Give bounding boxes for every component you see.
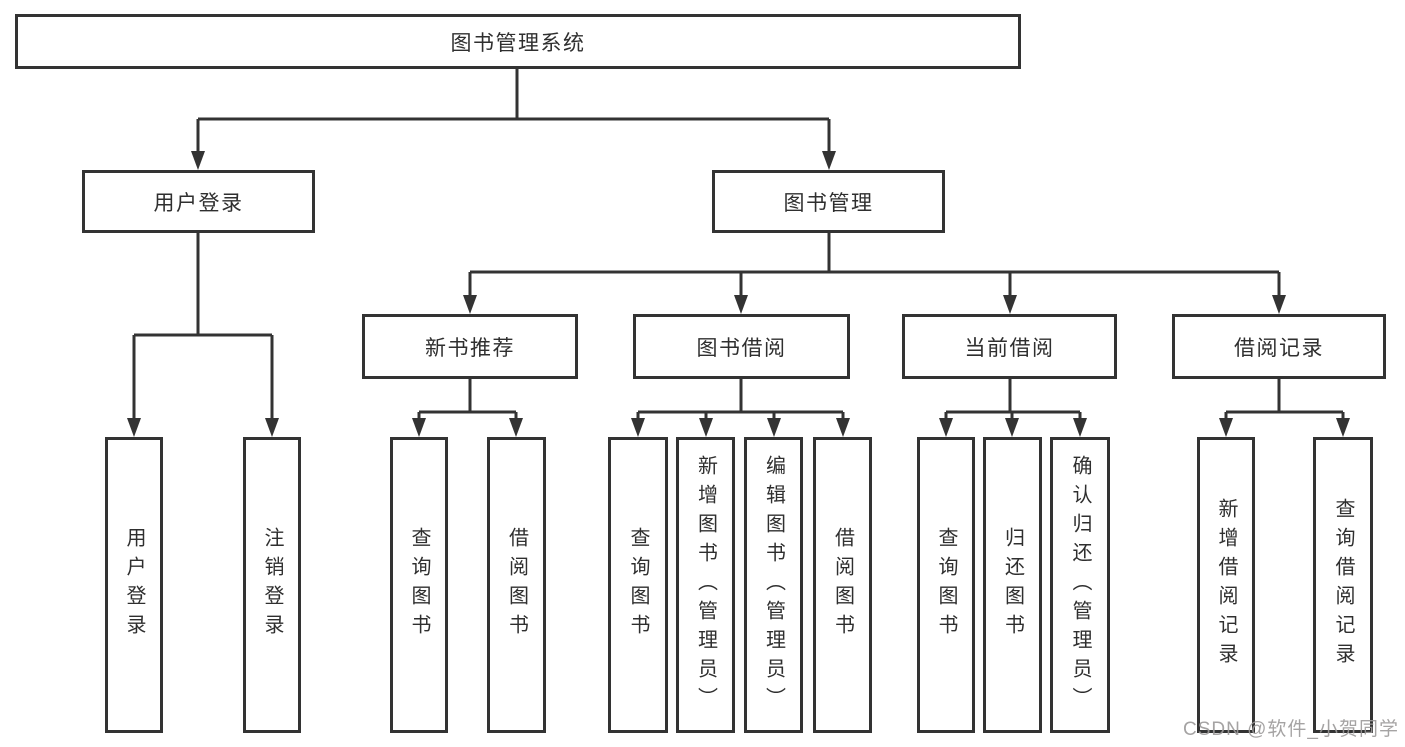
leaf-borrow-books-2: 借阅图书 xyxy=(813,437,872,733)
leaf-logout-label: 注销登录 xyxy=(261,527,283,643)
node-root-system: 图书管理系统 xyxy=(15,14,1021,69)
leaf-add-borrow-record: 新增借阅记录 xyxy=(1197,437,1255,733)
leaf-query-books-3: 查询图书 xyxy=(917,437,975,733)
leaf-return-books-label: 归还图书 xyxy=(1001,527,1024,643)
leaf-query-books-3-label: 查询图书 xyxy=(935,527,957,643)
leaf-query-borrow-record: 查询借阅记录 xyxy=(1313,437,1373,733)
node-current-borrowing: 当前借阅 xyxy=(902,314,1117,379)
leaf-return-books: 归还图书 xyxy=(983,437,1042,733)
node-book-management-label: 图书管理 xyxy=(783,191,874,215)
leaf-query-borrow-record-label: 查询借阅记录 xyxy=(1332,498,1354,672)
arrowheads xyxy=(127,151,1350,437)
node-root-label: 图书管理系统 xyxy=(450,31,586,55)
leaf-confirm-return-admin-label: 确认归还（管理员） xyxy=(1069,454,1091,716)
leaf-user-login-label: 用户登录 xyxy=(123,527,145,643)
node-new-book-recommend-label: 新书推荐 xyxy=(425,336,515,360)
node-book-management: 图书管理 xyxy=(712,170,945,233)
leaf-borrow-books-1: 借阅图书 xyxy=(487,437,546,733)
leaf-add-borrow-record-label: 新增借阅记录 xyxy=(1215,498,1237,672)
leaf-edit-books-admin: 编辑图书（管理员） xyxy=(744,437,803,733)
csdn-watermark: CSDN @软件_小贺同学 xyxy=(1183,719,1399,740)
node-borrowing-records: 借阅记录 xyxy=(1172,314,1386,379)
leaf-confirm-return-admin: 确认归还（管理员） xyxy=(1050,437,1110,733)
leaf-borrow-books-2-label: 借阅图书 xyxy=(831,527,854,643)
node-user-login: 用户登录 xyxy=(82,170,315,233)
node-new-book-recommend: 新书推荐 xyxy=(362,314,578,379)
leaf-borrow-books-1-label: 借阅图书 xyxy=(505,527,528,643)
node-book-borrowing-label: 图书借阅 xyxy=(696,336,787,360)
node-book-borrowing: 图书借阅 xyxy=(633,314,850,379)
node-user-login-label: 用户登录 xyxy=(153,191,244,215)
leaf-query-books-1-label: 查询图书 xyxy=(408,527,430,643)
leaf-edit-books-admin-label: 编辑图书（管理员） xyxy=(762,454,785,716)
leaf-query-books-1: 查询图书 xyxy=(390,437,448,733)
node-borrowing-records-label: 借阅记录 xyxy=(1234,336,1324,360)
leaf-add-books-admin-label: 新增图书（管理员） xyxy=(694,454,717,716)
leaf-query-books-2: 查询图书 xyxy=(608,437,668,733)
leaf-user-login: 用户登录 xyxy=(105,437,163,733)
leaf-logout: 注销登录 xyxy=(243,437,301,733)
leaf-query-books-2-label: 查询图书 xyxy=(627,527,649,643)
node-current-borrowing-label: 当前借阅 xyxy=(964,336,1055,360)
leaf-add-books-admin: 新增图书（管理员） xyxy=(676,437,735,733)
